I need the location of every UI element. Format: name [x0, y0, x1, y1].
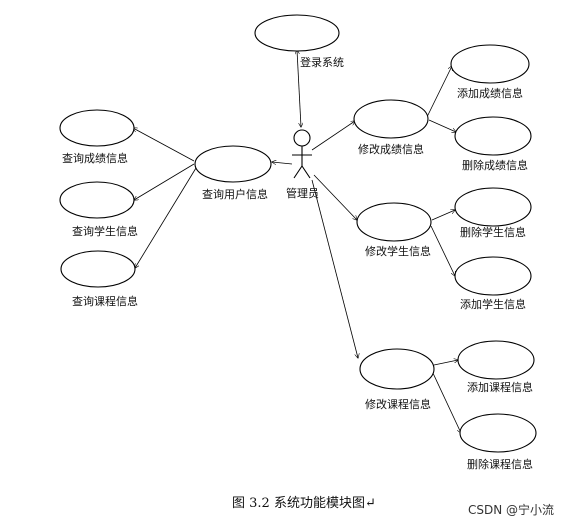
edge-modify-course-add: [433, 360, 458, 366]
usecase-modify-student: [356, 202, 432, 242]
usecase-modify-grade: [353, 99, 429, 139]
edge-actor-login: [297, 50, 301, 127]
labels: 管理员 登录系统 查询用户信息 查询成绩信息 查询学生信息 查询课程信息 修改成…: [62, 55, 533, 471]
actor-admin: [292, 129, 312, 179]
label-modify-course: 修改课程信息: [365, 397, 431, 411]
edge-modify-grade-delete: [428, 119, 456, 132]
actor-label: 管理员: [286, 186, 319, 200]
label-modify-grade: 修改成绩信息: [358, 142, 424, 156]
actor-leg-left: [293, 165, 303, 179]
edge-actor-modify-course: [311, 179, 358, 358]
label-query-grade: 查询成绩信息: [62, 151, 128, 165]
usecase-add-course: [457, 340, 535, 380]
label-modify-student: 修改学生信息: [365, 244, 431, 258]
edge-modify-course-delete: [431, 370, 461, 433]
usecase-modify-course: [359, 348, 435, 390]
usecase-delete-grade: [454, 116, 532, 156]
label-delete-course: 删除课程信息: [467, 457, 533, 471]
usecase-add-grade: [450, 44, 530, 84]
label-delete-grade: 删除成绩信息: [462, 158, 528, 172]
edge-actor-modify-grade: [311, 121, 355, 151]
label-add-grade: 添加成绩信息: [457, 86, 523, 100]
label-delete-student: 删除学生信息: [460, 225, 526, 239]
edge-query-user-grade: [133, 128, 195, 162]
usecase-query-student: [59, 181, 135, 219]
label-add-course: 添加课程信息: [467, 380, 533, 394]
actor-leg-right: [301, 165, 311, 179]
edge-query-user-course: [135, 167, 197, 268]
watermark: CSDN @宁小流: [468, 502, 554, 517]
edge-actor-modify-student: [313, 174, 357, 220]
edges: [133, 50, 461, 433]
edge-query-user-student: [134, 163, 195, 200]
label-query-student: 查询学生信息: [72, 224, 138, 238]
figure-caption: 图 3.2 系统功能模块图↵: [232, 496, 376, 511]
edge-actor-query-user: [272, 162, 293, 164]
usecase-query-grade: [59, 109, 135, 147]
usecase-query-course: [60, 250, 136, 288]
label-query-user: 查询用户信息: [202, 187, 268, 201]
use-case-nodes: [59, 14, 537, 453]
label-query-course: 查询课程信息: [72, 294, 138, 308]
usecase-login: [254, 14, 340, 52]
usecase-query-user: [194, 145, 272, 183]
usecase-delete-course: [459, 413, 537, 453]
edge-modify-student-delete: [431, 210, 455, 221]
edge-modify-grade-add: [426, 66, 452, 118]
actor-head: [293, 129, 311, 147]
label-login: 登录系统: [300, 55, 344, 69]
usecase-add-student: [454, 256, 532, 296]
usecase-delete-student: [454, 187, 532, 227]
edge-modify-student-add: [430, 225, 455, 276]
label-add-student: 添加学生信息: [460, 297, 526, 311]
